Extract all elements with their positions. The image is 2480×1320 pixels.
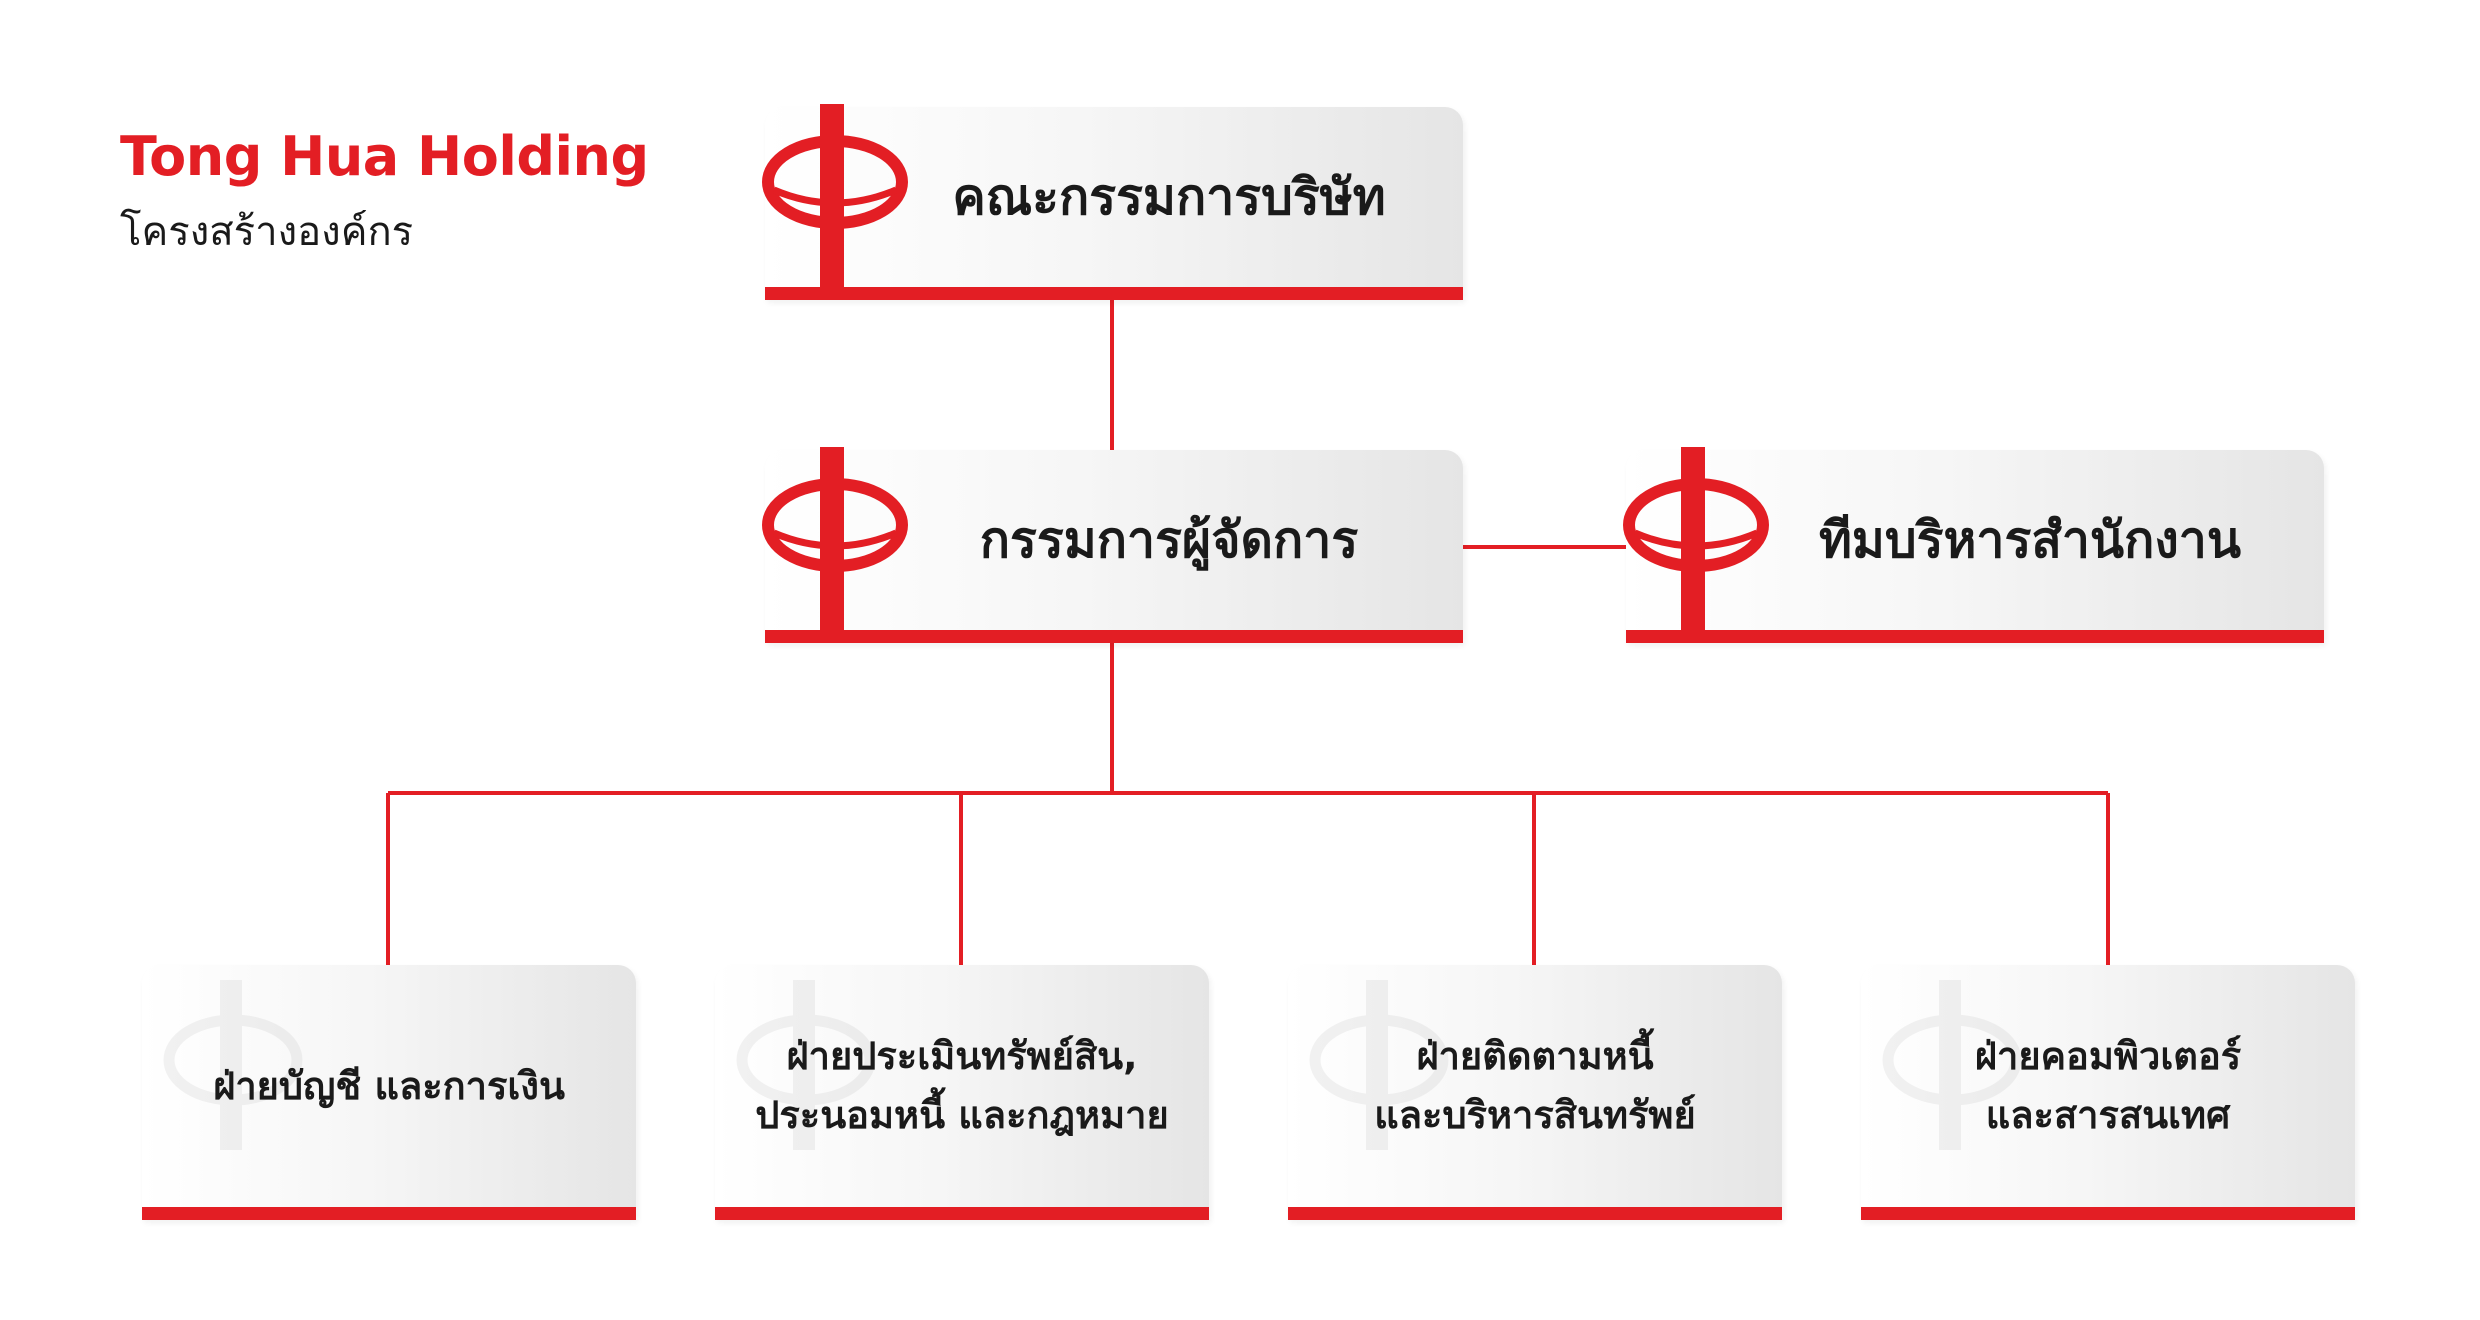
department-box-it: ฝ่ายคอมพิวเตอร์ และสารสนเทศ	[1861, 965, 2355, 1220]
tong-hua-logo-icon	[762, 447, 908, 643]
tong-hua-logo-watermark-icon	[1309, 980, 1449, 1150]
office-team-label: ทีมบริหารสำนักงาน	[1818, 510, 2242, 569]
board-label: คณะกรรมการบริษัท	[952, 167, 1386, 226]
board-of-directors-box: คณะกรรมการบริษัท	[762, 104, 1463, 300]
tong-hua-logo-watermark-icon	[736, 980, 876, 1150]
department-label: ฝ่ายติดตามหนี้ และบริหารสินทรัพย์	[1318, 965, 1752, 1207]
page-subtitle: โครงสร้างองค์กร	[120, 209, 414, 255]
department-label-line2: และสารสนเทศ	[1985, 1093, 2231, 1137]
office-team-box: ทีมบริหารสำนักงาน	[1623, 447, 2324, 643]
department-label-line1: ฝ่ายประเมินทรัพย์สิน,	[786, 1034, 1138, 1079]
department-label: ฝ่ายบัญชี และการเงิน	[172, 965, 606, 1207]
managing-director-label: กรรมการผู้จัดการ	[979, 510, 1359, 569]
department-box-debt-collection: ฝ่ายติดตามหนี้ และบริหารสินทรัพย์	[1288, 965, 1782, 1220]
department-box-accounting: ฝ่ายบัญชี และการเงิน	[142, 965, 636, 1220]
department-label: ฝ่ายคอมพิวเตอร์ และสารสนเทศ	[1891, 965, 2325, 1207]
tong-hua-logo-icon	[762, 104, 908, 300]
brand-title: Tong Hua Holding	[120, 125, 649, 188]
department-label: ฝ่ายประเมินทรัพย์สิน, ประนอมหนี้ และกฎหม…	[745, 965, 1179, 1207]
department-label-line1: ฝ่ายบัญชี และการเงิน	[213, 1063, 565, 1108]
department-box-appraisal: ฝ่ายประเมินทรัพย์สิน, ประนอมหนี้ และกฎหม…	[715, 965, 1209, 1220]
tong-hua-logo-icon	[1623, 447, 1769, 643]
department-label-line2: และบริหารสินทรัพย์	[1374, 1093, 1696, 1137]
department-label-line1: ฝ่ายคอมพิวเตอร์	[1974, 1034, 2242, 1079]
department-label-line2: ประนอมหนี้ และกฎหมาย	[755, 1093, 1169, 1137]
department-label-line1: ฝ่ายติดตามหนี้	[1416, 1034, 1654, 1079]
tong-hua-logo-watermark-icon	[163, 980, 303, 1150]
managing-director-box: กรรมการผู้จัดการ	[762, 447, 1463, 643]
tong-hua-logo-watermark-icon	[1882, 980, 2022, 1150]
